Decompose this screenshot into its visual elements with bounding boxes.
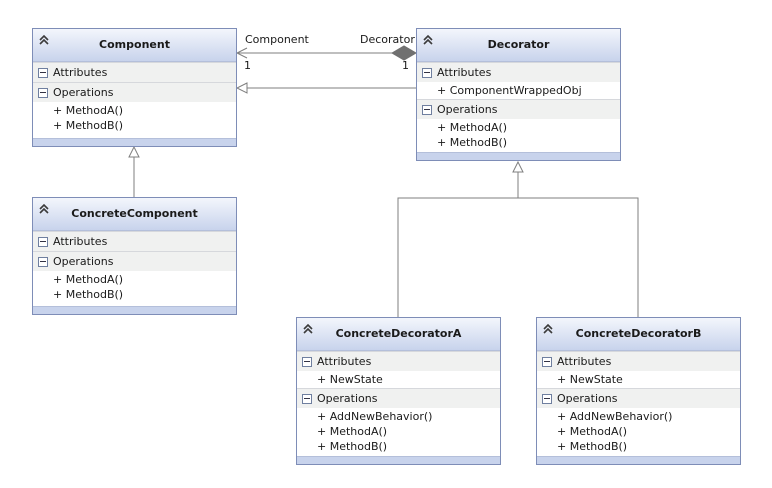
attributes-list: + NewState bbox=[297, 371, 500, 388]
operation[interactable]: + MethodA() bbox=[557, 425, 628, 438]
class-name: Decorator bbox=[487, 38, 550, 51]
operation[interactable]: + MethodB() bbox=[557, 440, 628, 453]
collapse-minus-icon[interactable] bbox=[542, 394, 552, 404]
multiplicity-decorator: 1 bbox=[402, 59, 409, 72]
collapse-minus-icon[interactable] bbox=[422, 105, 432, 115]
attributes-section[interactable]: Attributes bbox=[33, 62, 236, 82]
multiplicity-component: 1 bbox=[244, 59, 251, 72]
class-concrete-component[interactable]: ConcreteComponent Attributes Operations … bbox=[32, 197, 237, 315]
class-decorator[interactable]: Decorator Attributes + ComponentWrappedO… bbox=[416, 28, 621, 161]
operation[interactable]: + AddNewBehavior() bbox=[317, 410, 433, 423]
role-label-decorator: Decorator bbox=[360, 33, 415, 46]
class-header: ConcreteDecoratorA bbox=[297, 318, 500, 351]
operation[interactable]: + MethodB() bbox=[53, 119, 124, 132]
attributes-section[interactable]: Attributes bbox=[537, 351, 740, 371]
collapse-minus-icon[interactable] bbox=[38, 237, 48, 247]
collapse-chevron-icon[interactable] bbox=[541, 323, 555, 335]
operations-list: + MethodA() + MethodB() bbox=[33, 102, 236, 134]
operations-list: + MethodA() + MethodB() bbox=[417, 119, 620, 151]
attribute[interactable]: + NewState bbox=[317, 373, 383, 386]
class-name: ConcreteDecoratorB bbox=[575, 327, 702, 340]
inheritance-triangle-icon bbox=[512, 160, 524, 173]
attribute[interactable]: + NewState bbox=[557, 373, 623, 386]
operation[interactable]: + MethodA() bbox=[53, 104, 124, 117]
class-concrete-decorator-a[interactable]: ConcreteDecoratorA Attributes + NewState… bbox=[296, 317, 501, 465]
operations-section[interactable]: Operations bbox=[417, 99, 620, 119]
class-name: Component bbox=[99, 38, 170, 51]
collapse-minus-icon[interactable] bbox=[38, 68, 48, 78]
attributes-section[interactable]: Attributes bbox=[417, 62, 620, 82]
inheritance-triangle-icon bbox=[128, 145, 140, 158]
collapse-minus-icon[interactable] bbox=[302, 357, 312, 367]
attributes-section[interactable]: Attributes bbox=[297, 351, 500, 371]
class-header: Decorator bbox=[417, 29, 620, 62]
operation[interactable]: + MethodA() bbox=[317, 425, 388, 438]
attributes-list: + ComponentWrappedObj bbox=[417, 82, 620, 99]
class-concrete-decorator-b[interactable]: ConcreteDecoratorB Attributes + NewState… bbox=[536, 317, 741, 465]
operations-section[interactable]: Operations bbox=[33, 251, 236, 271]
operations-list: + MethodA() + MethodB() bbox=[33, 271, 236, 303]
inheritance-triangle-icon bbox=[235, 82, 248, 94]
collapse-minus-icon[interactable] bbox=[38, 88, 48, 98]
class-component[interactable]: Component Attributes Operations + Method… bbox=[32, 28, 237, 147]
composition-diamond-icon bbox=[391, 45, 417, 61]
operations-list: + AddNewBehavior() + MethodA() + MethodB… bbox=[537, 408, 740, 455]
collapse-minus-icon[interactable] bbox=[422, 68, 432, 78]
attributes-section[interactable]: Attributes bbox=[33, 231, 236, 251]
operations-section[interactable]: Operations bbox=[537, 388, 740, 408]
collapse-minus-icon[interactable] bbox=[542, 357, 552, 367]
collapse-minus-icon[interactable] bbox=[302, 394, 312, 404]
operation[interactable]: + AddNewBehavior() bbox=[557, 410, 673, 423]
class-header: ConcreteComponent bbox=[33, 198, 236, 231]
role-label-component: Component bbox=[245, 33, 309, 46]
generalization-line-decorators[interactable] bbox=[397, 172, 639, 317]
operation[interactable]: + MethodB() bbox=[437, 136, 508, 149]
collapse-chevron-icon[interactable] bbox=[37, 203, 51, 215]
open-arrow-icon bbox=[235, 47, 248, 59]
operation[interactable]: + MethodA() bbox=[437, 121, 508, 134]
attribute[interactable]: + ComponentWrappedObj bbox=[437, 84, 582, 97]
operations-list: + AddNewBehavior() + MethodA() + MethodB… bbox=[297, 408, 500, 455]
attributes-list: + NewState bbox=[537, 371, 740, 388]
operation[interactable]: + MethodB() bbox=[53, 288, 124, 301]
collapse-chevron-icon[interactable] bbox=[37, 34, 51, 46]
class-name: ConcreteComponent bbox=[71, 207, 198, 220]
class-name: ConcreteDecoratorA bbox=[335, 327, 462, 340]
operations-section[interactable]: Operations bbox=[33, 82, 236, 102]
operation[interactable]: + MethodA() bbox=[53, 273, 124, 286]
collapse-minus-icon[interactable] bbox=[38, 257, 48, 267]
operations-section[interactable]: Operations bbox=[297, 388, 500, 408]
collapse-chevron-icon[interactable] bbox=[421, 34, 435, 46]
collapse-chevron-icon[interactable] bbox=[301, 323, 315, 335]
class-header: ConcreteDecoratorB bbox=[537, 318, 740, 351]
operation[interactable]: + MethodB() bbox=[317, 440, 388, 453]
class-header: Component bbox=[33, 29, 236, 62]
